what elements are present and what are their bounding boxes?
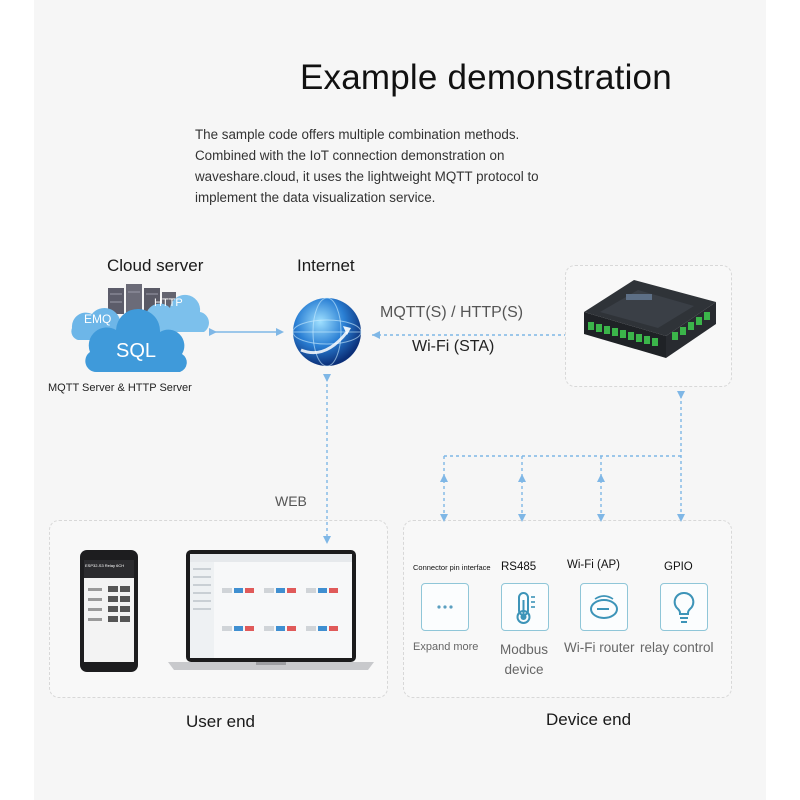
- router-icon: [590, 595, 618, 619]
- globe-icon: [292, 297, 362, 367]
- user-end-label: User end: [186, 712, 255, 731]
- expand-more-card: [421, 583, 469, 631]
- description-line: implement the data visualization service…: [195, 190, 436, 205]
- description-line: waveshare.cloud, it uses the lightweight…: [195, 169, 539, 184]
- web-label: WEB: [275, 493, 307, 509]
- emq-tag: EMQ: [84, 312, 112, 326]
- description-line: Combined with the IoT connection demonst…: [195, 148, 505, 163]
- phone-app-title: ESP32-S3 Relay 6CH: [85, 563, 125, 568]
- interface-label-modbus: Modbus device: [499, 642, 549, 677]
- interface-label-relay: relay control: [640, 640, 714, 655]
- interface-label-wifi-router: Wi-Fi router: [564, 640, 635, 655]
- laptop-image: [168, 550, 374, 670]
- thermometer-icon: [516, 592, 535, 624]
- description: The sample code offers multiple combinat…: [195, 124, 615, 208]
- interface-name-rs485: RS485: [501, 561, 537, 573]
- bulb-icon: [673, 591, 695, 623]
- device-end-label: Device end: [546, 710, 632, 729]
- interface-label-expand: Expand more: [413, 641, 479, 653]
- cloud-server-icon: [71, 284, 209, 372]
- dots-icon: [437, 605, 453, 609]
- modbus-device-card: [501, 583, 549, 631]
- relay-control-card: [660, 583, 708, 631]
- wifi-sta-label: Wi-Fi (STA): [412, 338, 495, 355]
- interface-name-connector: Connector pin interface: [413, 563, 491, 572]
- wifi-router-card: [580, 583, 628, 631]
- internet-label: Internet: [297, 256, 355, 275]
- page-title: Example demonstration: [300, 58, 672, 97]
- http-tag: HTTP: [154, 297, 183, 309]
- interface-name-wifi-ap: Wi-Fi (AP): [567, 559, 621, 571]
- mqtt-http-protocol-label: MQTT(S) / HTTP(S): [380, 304, 524, 321]
- cloud-server-label: Cloud server: [107, 256, 204, 275]
- sql-tag: SQL: [116, 340, 157, 362]
- cloud-server-caption: MQTT Server & HTTP Server: [48, 382, 192, 394]
- relay-board-image: [584, 280, 716, 358]
- interface-name-gpio: GPIO: [664, 561, 693, 573]
- description-line: The sample code offers multiple combinat…: [195, 127, 520, 142]
- phone-image: [80, 550, 138, 672]
